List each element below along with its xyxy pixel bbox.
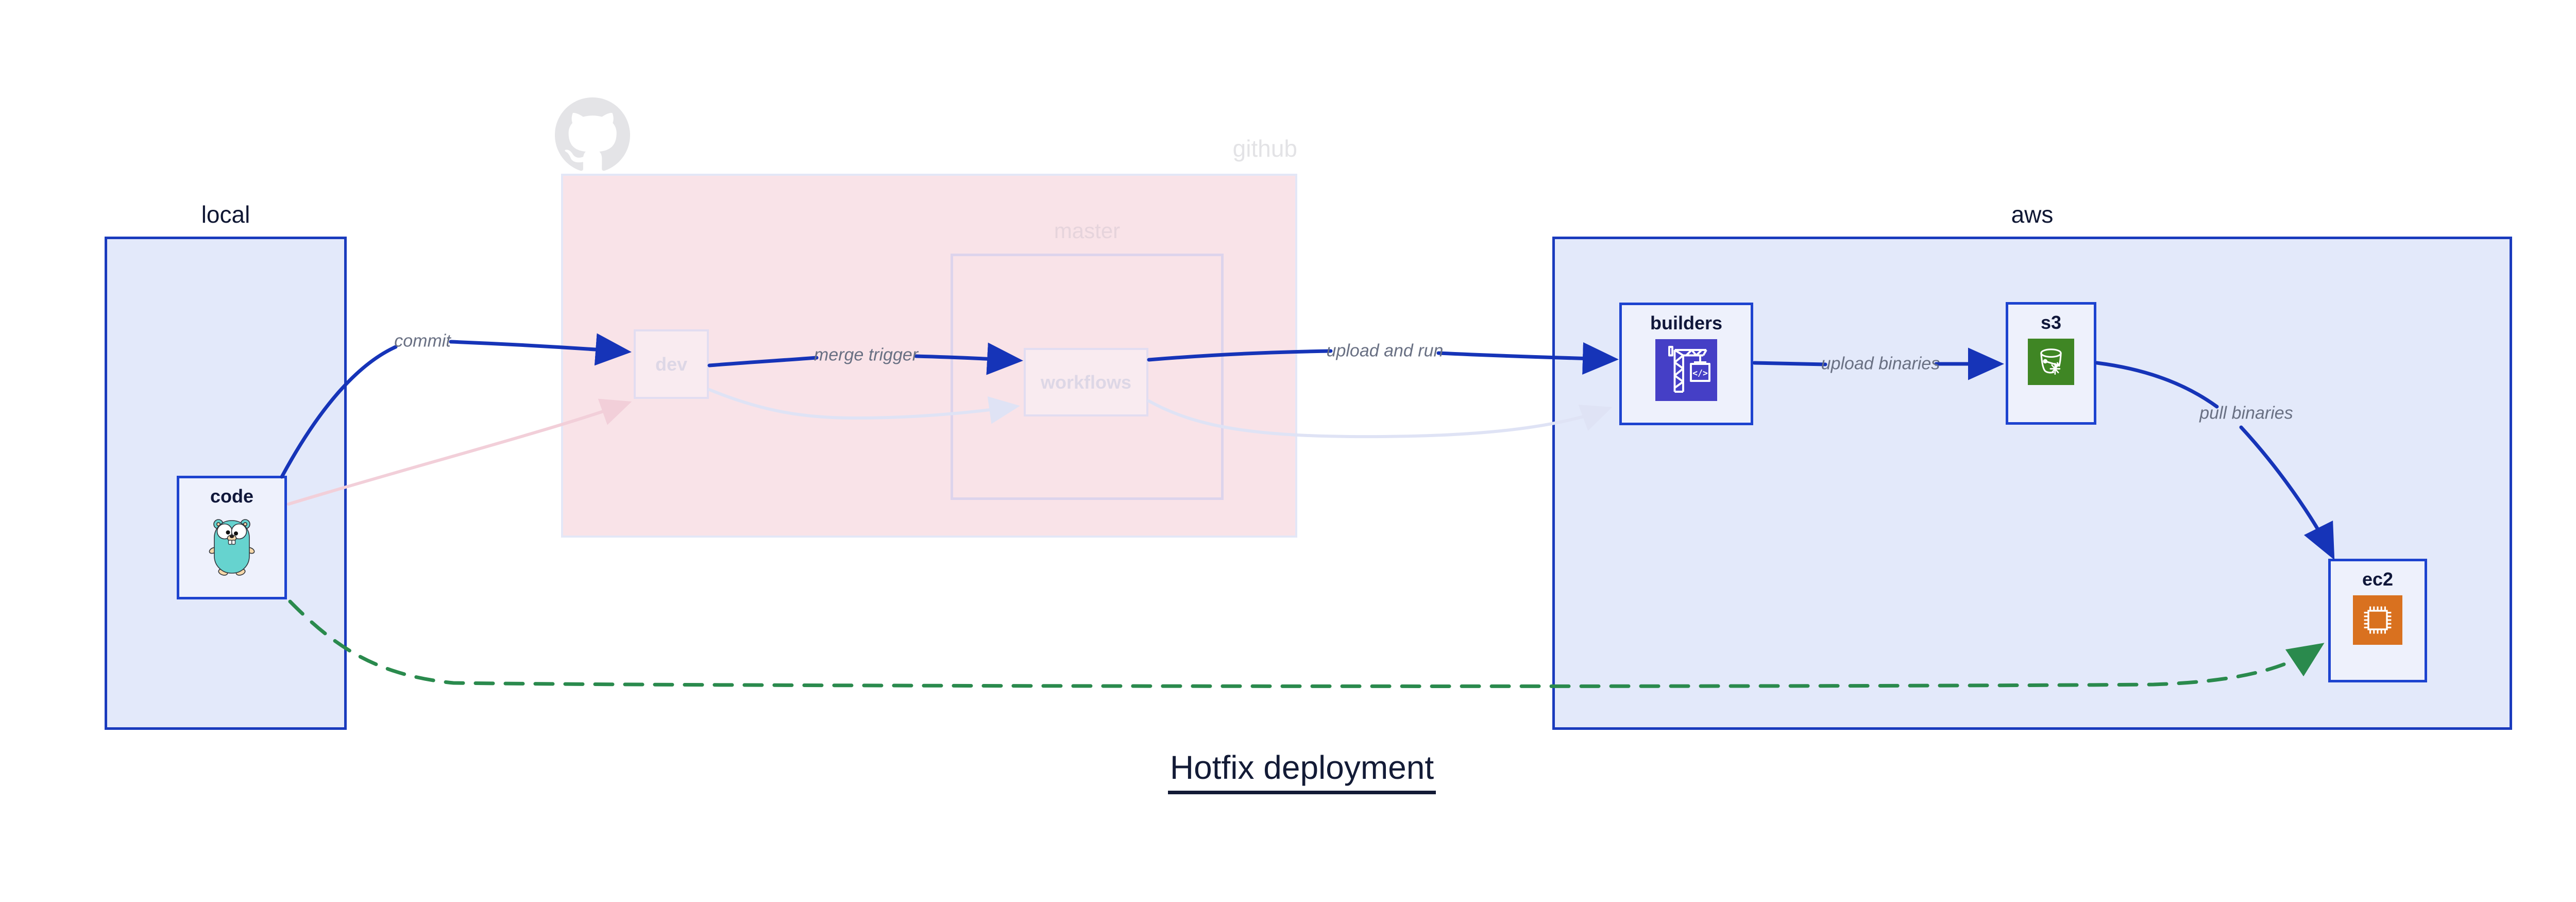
edge-label-pull-binaries: pull binaries [2199, 403, 2293, 423]
node-workflows: workflows [1024, 348, 1148, 416]
node-dev: dev [634, 329, 709, 399]
edge-label-upload-and-run: upload and run [1326, 341, 1444, 361]
node-code-label: code [210, 486, 254, 507]
diagram-title-row: Hotfix deployment [0, 748, 2576, 794]
node-builders-label: builders [1650, 312, 1723, 333]
node-ec2-label: ec2 [2362, 569, 2394, 590]
aws-s3-glacier-icon [2028, 339, 2074, 388]
svg-text:</>: </> [1692, 368, 1708, 378]
github-octocat-icon [555, 97, 630, 175]
aws-ec2-chip-icon [2353, 595, 2402, 647]
master-branch-container [951, 254, 1224, 500]
master-branch-label: master [1054, 219, 1121, 243]
github-container-label: github [1232, 135, 1297, 162]
node-ec2: ec2 [2328, 559, 2427, 682]
node-s3: s3 [2006, 302, 2096, 425]
diagram-title: Hotfix deployment [1167, 748, 1436, 794]
node-workflows-label: workflows [1040, 371, 1132, 393]
node-s3-label: s3 [2040, 312, 2062, 333]
aws-container-label: aws [2011, 201, 2054, 228]
node-code: code [177, 476, 287, 599]
go-gopher-icon [206, 512, 258, 579]
node-dev-label: dev [655, 353, 688, 375]
aws-codebuild-icon: </> [1655, 339, 1717, 404]
local-container-label: local [201, 201, 250, 228]
edge-label-commit: commit [394, 331, 451, 351]
edge-label-merge-trigger: merge trigger [814, 345, 919, 365]
edge-label-upload-binaries: upload binaries [1821, 354, 1940, 374]
node-builders: builders </> [1619, 303, 1753, 425]
